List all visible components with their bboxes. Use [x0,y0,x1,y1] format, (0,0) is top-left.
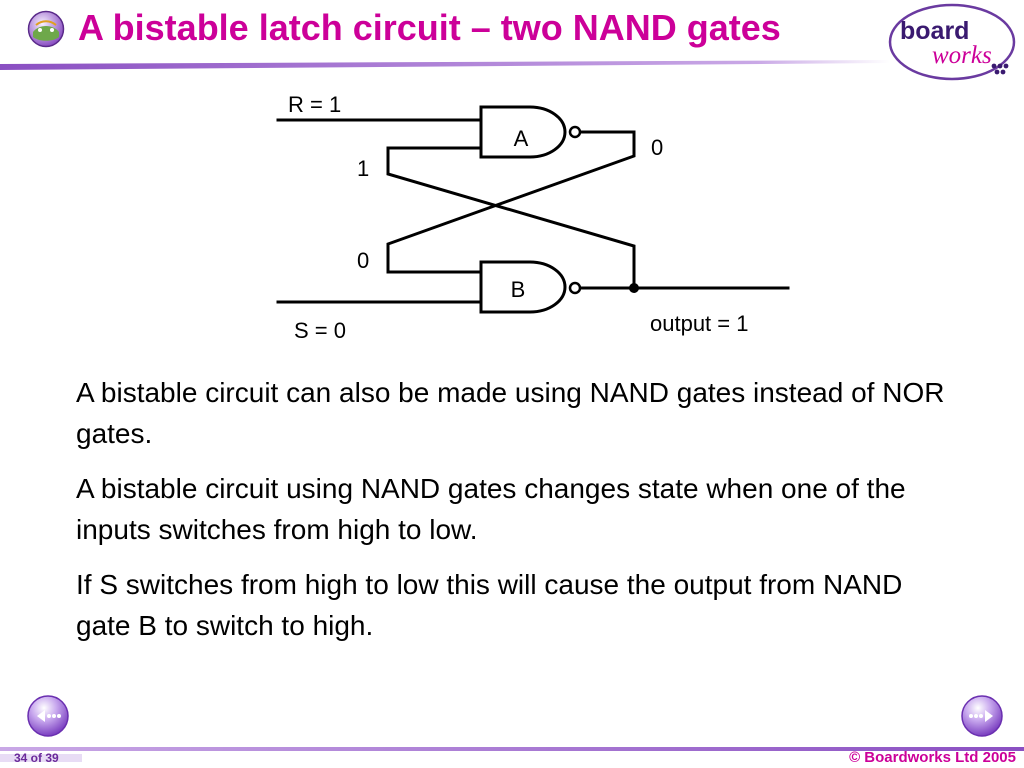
slide-body: A bistable circuit can also be made usin… [76,372,956,660]
nand-latch-diagram: A B R = 1 S = 0 0 1 0 output = 1 [276,92,790,343]
paragraph-s-switch: If S switches from high to low this will… [76,569,903,641]
a-feedback-wire [386,146,636,291]
paragraph-nand-alternative: A bistable circuit can also be made usin… [76,377,945,449]
boardworks-logo: board works [888,3,1016,81]
forward-arrow-icon[interactable] [960,694,1004,738]
nand-gate-a [479,105,567,159]
footer-band [0,747,1024,768]
svg-text:board: board [900,17,969,45]
paragraph-state-change: A bistable circuit using NAND gates chan… [76,473,906,545]
inversion-bubble-b [568,281,582,295]
nand-gate-b [479,260,567,314]
gate-b-label: B [511,277,526,302]
s-input-label: S = 0 [294,318,346,343]
gate-b-feedback-value: 0 [357,248,369,273]
copyright-notice: © Boardworks Ltd 2005 [849,749,1016,766]
back-arrow-icon[interactable] [26,694,70,738]
output-label: output = 1 [650,311,748,336]
r-input-label: R = 1 [288,92,341,117]
svg-text:works: works [932,42,992,69]
gate-a-feedback-value: 1 [357,156,369,181]
title-underline [0,60,890,70]
gate-a-output-value: 0 [651,135,663,160]
slide-title: A bistable latch circuit – two NAND gate… [78,7,781,48]
page-number: 34 of 39 [14,751,59,765]
a-output-wire [386,130,636,274]
gate-a-label: A [514,126,529,151]
circuit-slide-icon [27,10,65,48]
junction-dot [629,283,639,293]
inversion-bubble-a [568,125,582,139]
